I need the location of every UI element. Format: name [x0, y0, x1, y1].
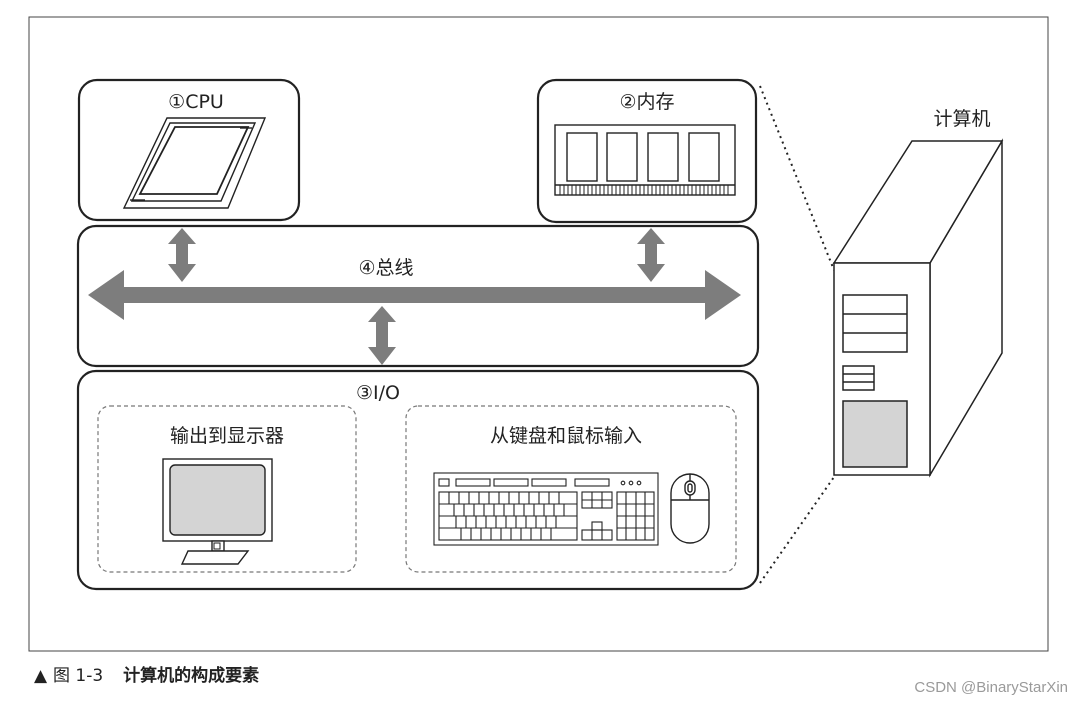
memory-bus-arrow [637, 228, 665, 282]
connector-top [759, 85, 835, 271]
input-panel [405, 405, 737, 573]
bus-box: ④总线 [76, 224, 760, 368]
cpu-bus-arrow [168, 228, 196, 282]
bus-arrow [88, 270, 741, 320]
io-box: ③I/O 输出到显示器 从键盘和鼠标输入 [76, 369, 760, 591]
figure-caption: ▲ 图 1-3 计算机的构成要素 [34, 661, 259, 686]
computer-tower-icon [832, 138, 1004, 478]
figure-number: 图 1-3 [53, 666, 104, 686]
monitor-icon [162, 458, 273, 565]
figure-title: 计算机的构成要素 [123, 666, 260, 686]
memory-box: ②内存 [536, 78, 758, 224]
input-label: 从键盘和鼠标输入 [490, 425, 642, 447]
output-label: 输出到显示器 [170, 425, 284, 447]
memory-label: ②内存 [619, 91, 674, 113]
cpu-box: ①CPU [77, 78, 301, 222]
keyboard-icon [433, 472, 659, 546]
figure-frame [28, 16, 1049, 652]
cpu-chip-icon [122, 117, 267, 209]
io-label: ③I/O [356, 382, 400, 404]
watermark: CSDN @BinaryStarXin [914, 679, 1068, 696]
caption-marker: ▲ [34, 666, 48, 686]
cpu-label: ①CPU [168, 91, 224, 113]
io-bus-arrow [368, 306, 396, 365]
ram-module-icon [554, 124, 736, 196]
connector-bottom [759, 476, 835, 584]
bus-label: ④总线 [358, 257, 413, 279]
mouse-icon [670, 473, 710, 544]
computer-label: 计算机 [933, 108, 990, 130]
output-panel [97, 405, 357, 573]
